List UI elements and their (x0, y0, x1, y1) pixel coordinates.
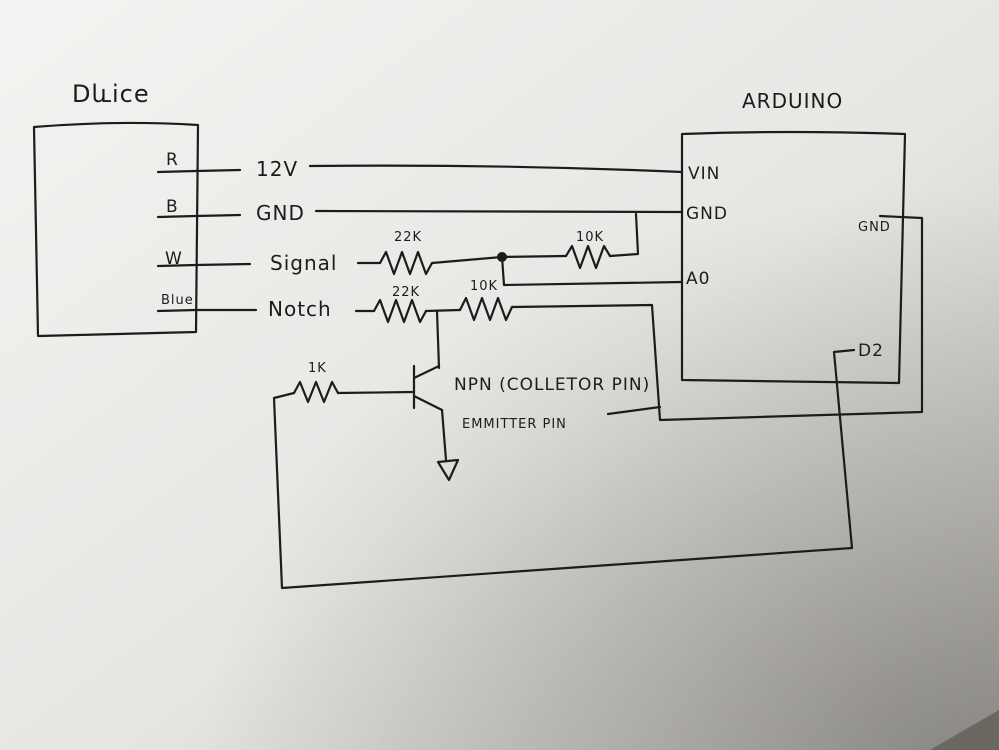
wire-junction-to-a0 (500, 255, 684, 287)
emitter-label: EMMITTER PIN (462, 417, 567, 432)
wire-r-device (194, 168, 242, 173)
device-pin-w: W (165, 249, 183, 269)
arduino-pin-vin: VIN (688, 164, 720, 184)
npn-label: NPN (COLLETOR PIN) (454, 375, 650, 395)
arduino-title: ARDUINO (742, 89, 843, 113)
wire-label-gnd: GND (256, 201, 305, 225)
device-title: Dևice (72, 80, 150, 108)
arduino-pin-a0: A0 (686, 269, 710, 289)
device-box (32, 121, 200, 338)
wire-label-12v: 12V (256, 157, 298, 181)
resistor-10k-signal-label: 10K (576, 230, 604, 245)
ground-symbol (436, 458, 460, 482)
resistor-22k-signal (378, 250, 434, 276)
resistor-22k-notch (372, 298, 428, 324)
wire-label-notch: Notch (268, 297, 332, 321)
wire-gnd-to-arduino (314, 209, 684, 214)
resistor-22k-signal-label: 22K (394, 230, 422, 245)
resistor-10k-notch (458, 296, 514, 322)
paper-edge-bottom-right (930, 710, 999, 750)
arduino-box (680, 130, 907, 385)
resistor-10k-notch-label: 10K (470, 279, 498, 294)
wire-label-signal: Signal (270, 251, 337, 275)
wire-w-device (194, 262, 252, 267)
arduino-pin-gnd-right: GND (858, 220, 891, 235)
device-pin-blue: Blue (161, 293, 194, 308)
resistor-1k-base (292, 380, 340, 404)
device-pin-b: B (166, 197, 179, 217)
wire-12v-to-vin (308, 164, 684, 174)
npn-transistor (412, 364, 444, 412)
wire-collector (435, 309, 441, 370)
resistor-1k-label: 1K (308, 361, 327, 376)
arduino-pin-d2: D2 (858, 341, 884, 361)
resistor-22k-notch-label: 22K (392, 285, 420, 300)
arduino-pin-gnd-left: GND (686, 204, 728, 224)
wire-b-device (194, 213, 242, 218)
resistor-10k-signal (564, 244, 612, 270)
device-pin-r: R (166, 150, 179, 170)
